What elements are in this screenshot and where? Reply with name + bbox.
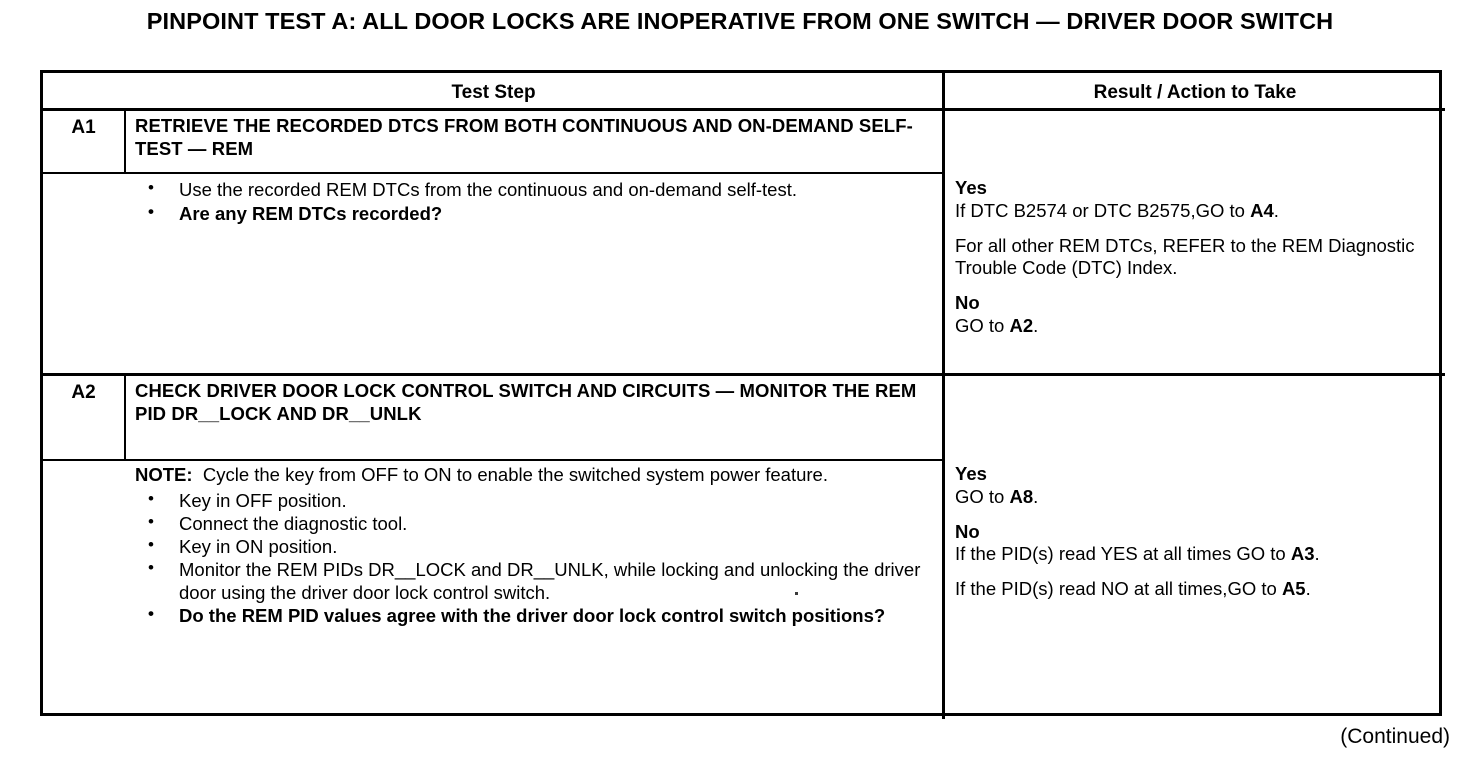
result-cell-a1: Yes If DTC B2574 or DTC B2575,GO to A4. … xyxy=(955,177,1435,338)
result-line: For all other REM DTCs, REFER to the REM… xyxy=(955,234,1415,279)
list-item: Use the recorded REM DTCs from the conti… xyxy=(135,177,935,202)
column-divider xyxy=(942,73,945,719)
result-text: GO to A8. xyxy=(955,486,1435,509)
result-text: If DTC B2574 or DTC B2575,GO to A4. xyxy=(955,200,1435,223)
note-label: NOTE: xyxy=(135,464,193,485)
a1-title-body-rule xyxy=(43,172,944,174)
result-text: GO to A2. xyxy=(955,315,1435,338)
note-paragraph: NOTE: Cycle the key from OFF to ON to en… xyxy=(135,464,935,487)
list-item: Key in OFF position. xyxy=(135,488,935,513)
page-title: PINPOINT TEST A: ALL DOOR LOCKS ARE INOP… xyxy=(146,8,1334,34)
a1-step-number-divider xyxy=(124,108,126,172)
list-item: Connect the diagnostic tool. xyxy=(135,511,935,536)
result-line: If the PID(s) read NO at all times,GO to… xyxy=(955,578,1311,599)
step-a2-bullet-list: Key in OFF position. Connect the diagnos… xyxy=(135,488,935,628)
result-line: If DTC B2574 or DTC B2575,GO to A4. xyxy=(955,199,1279,221)
result-text: If the PID(s) read NO at all times,GO to… xyxy=(955,578,1435,601)
continued-label: (Continued) xyxy=(1340,725,1450,748)
result-text: For all other REM DTCs, REFER to the REM… xyxy=(955,235,1435,281)
a2-step-number-divider xyxy=(124,373,126,459)
list-item: Key in ON position. xyxy=(135,534,935,559)
step-title-a1: RETRIEVE THE RECORDED DTCS FROM BOTH CON… xyxy=(135,115,913,159)
row-divider-a1-a2 xyxy=(43,373,1445,376)
column-header-test-step: Test Step xyxy=(451,82,536,103)
result-label-yes: Yes xyxy=(955,463,987,484)
result-label-no: No xyxy=(955,292,980,313)
list-item: Are any REM DTCs recorded? xyxy=(135,201,935,226)
step-body-a1: Use the recorded REM DTCs from the conti… xyxy=(135,177,935,227)
pinpoint-test-table: Test Step Result / Action to Take A1 RET… xyxy=(40,70,1445,719)
result-line: GO to A2. xyxy=(955,314,1039,336)
column-header-result-action: Result / Action to Take xyxy=(1093,82,1297,103)
step-number-a1: A1 xyxy=(71,117,96,138)
a2-title-body-rule xyxy=(43,459,944,461)
result-cell-a2: Yes GO to A8. No If the PID(s) read YES … xyxy=(955,463,1435,601)
step-body-a2: NOTE: Cycle the key from OFF to ON to en… xyxy=(135,464,935,628)
result-label-no: No xyxy=(955,520,980,542)
scan-artifact-speck xyxy=(795,592,798,595)
note-text: Cycle the key from OFF to ON to enable t… xyxy=(202,464,828,485)
step-a1-bullet-list: Use the recorded REM DTCs from the conti… xyxy=(135,177,935,226)
list-item: Do the REM PID values agree with the dri… xyxy=(135,603,935,628)
step-title-a2: CHECK DRIVER DOOR LOCK CONTROL SWITCH AN… xyxy=(135,380,917,424)
result-line: GO to A8. xyxy=(955,485,1039,507)
result-label-yes: Yes xyxy=(955,177,987,198)
step-number-a2: A2 xyxy=(71,382,96,403)
result-line: If the PID(s) read YES at all times GO t… xyxy=(955,543,1320,565)
result-text: If the PID(s) read YES at all times GO t… xyxy=(955,543,1435,566)
header-rule xyxy=(43,108,1445,111)
list-item: Monitor the REM PIDs DR__LOCK and DR__UN… xyxy=(135,557,935,605)
